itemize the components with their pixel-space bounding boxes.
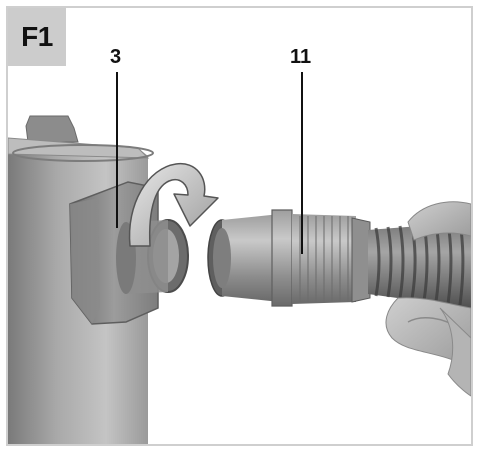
leader-line-11 — [301, 72, 303, 254]
leader-line-3 — [116, 72, 118, 228]
illustration — [8, 8, 471, 444]
callout-3: 3 — [110, 46, 122, 68]
figure-frame: F1 3 11 — [6, 6, 473, 446]
callout-11: 11 — [290, 46, 312, 68]
figure-tag: F1 — [8, 8, 66, 66]
